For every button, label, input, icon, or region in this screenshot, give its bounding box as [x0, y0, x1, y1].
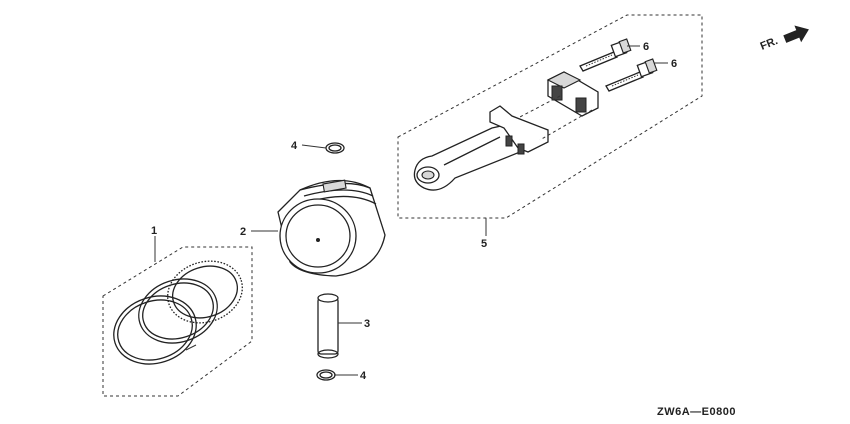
callout-piston: 2 — [240, 226, 246, 238]
piston-rings — [113, 260, 243, 365]
callout-bolt-a: 6 — [643, 41, 649, 53]
callout-rings: 1 — [151, 225, 157, 237]
pin-clip-top — [325, 142, 345, 154]
callout-clip-top: 4 — [291, 140, 298, 152]
arrow-right-icon — [783, 25, 809, 43]
direction-marker: FR. — [759, 25, 809, 53]
callout-bolt-b: 6 — [671, 58, 677, 70]
connecting-rod — [413, 105, 549, 191]
piston-pin — [317, 293, 339, 359]
callout-clip-bottom: 4 — [360, 370, 367, 382]
pin-clip-bottom — [316, 369, 336, 381]
callout-rod: 5 — [481, 238, 487, 250]
bolt-b — [605, 58, 658, 92]
ring-group-outline — [102, 246, 253, 397]
piston — [277, 179, 386, 277]
direction-label: FR. — [759, 35, 780, 53]
rod-group-outline — [397, 14, 703, 219]
rod-cap — [517, 71, 599, 141]
diagram-code: ZW6A—E0800 — [657, 406, 736, 418]
leader-lines — [154, 45, 668, 376]
callout-pin: 3 — [364, 318, 370, 330]
bolt-a — [579, 38, 632, 72]
